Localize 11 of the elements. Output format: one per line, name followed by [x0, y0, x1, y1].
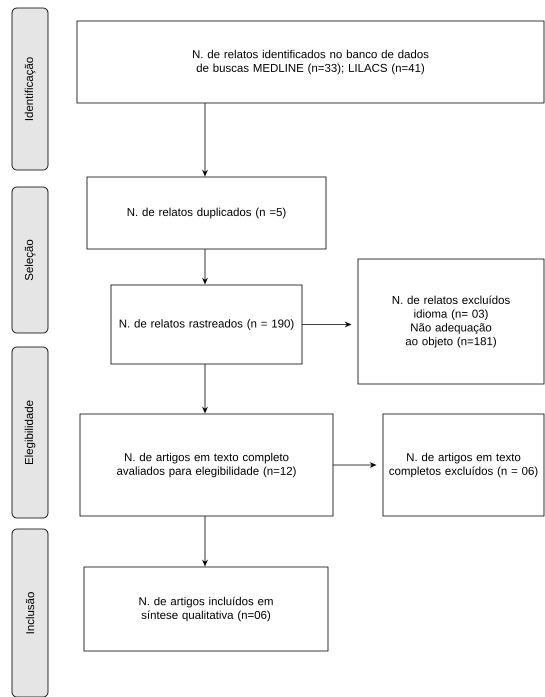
process-box: N. de artigos em texto completo avaliados para elegibilidade (n=12) [80, 414, 334, 516]
process-box: N. de relatos rastreados (n = 190) [110, 284, 302, 364]
phase-label: Elegibilidade [12, 346, 48, 518]
phase-label: Inclusão [12, 528, 48, 697]
process-box: N. de relatos identificados no banco de dados de buscas MEDLINE (n=33); LILACS (n=41) [76, 20, 544, 104]
process-box: N. de artigos em texto completos excluídos (n = 06) [382, 414, 544, 516]
process-box: N. de relatos duplicados (n =5) [86, 176, 326, 250]
process-box: N. de artigos incluídos em síntese qualitativa (n=06) [84, 566, 328, 652]
phase-label: Identificação [12, 8, 48, 170]
process-box: N. de relatos excluídos idioma (n= 03) Não adequação ao objeto (n=181) [358, 258, 544, 384]
phase-label: Seleção [12, 186, 48, 334]
